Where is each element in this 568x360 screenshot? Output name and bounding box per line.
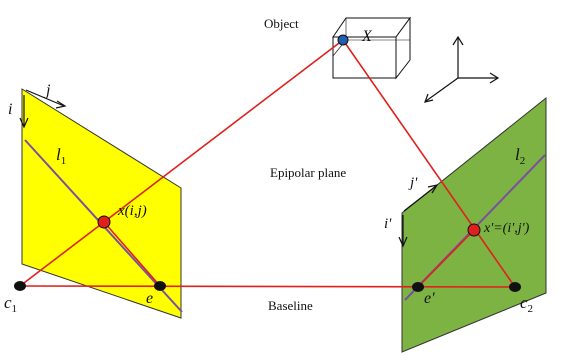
camera-center-c1-label: c1 [4,293,17,315]
epipole-e-label: e [146,290,153,307]
j-axis-label: j [44,82,51,99]
image-point-x-prime-label: x'=(i',j') [483,221,530,236]
camera-center-c2-label: c2 [520,293,533,315]
object-point-label: X [361,28,373,45]
i-prime-axis-arrow [398,215,408,248]
baseline-label: Baseline [268,298,313,313]
i-axis-label: i [8,101,12,118]
epipole-e [154,281,166,291]
camera-center-c1 [14,281,26,291]
object-cube [332,16,411,80]
image-point-x-label: x(i,j) [117,203,147,219]
i-axis-arrow [19,95,29,129]
j-axis-arrow [25,89,67,109]
epipolar-plane-label: Epipolar plane [270,165,346,180]
image-point-x-prime [467,223,481,237]
j-prime-axis-arrow [403,184,439,212]
epipolar-line-l2-label: l2 [515,145,525,167]
left-image-plane [21,88,182,319]
j-prime-axis-label: j' [408,175,418,191]
image-point-x [97,215,111,229]
epipole-e-prime [412,282,424,292]
axes-icon [424,35,500,103]
epipolar-line-l1-label: l1 [56,145,66,167]
camera-center-c2 [509,282,521,292]
epipole-e-prime-label: e' [424,290,435,307]
object-label: Object [264,16,299,31]
object-point-x [337,34,349,46]
epipolar-plane-triangle [19,39,516,288]
i-prime-axis-label: i' [384,216,392,232]
